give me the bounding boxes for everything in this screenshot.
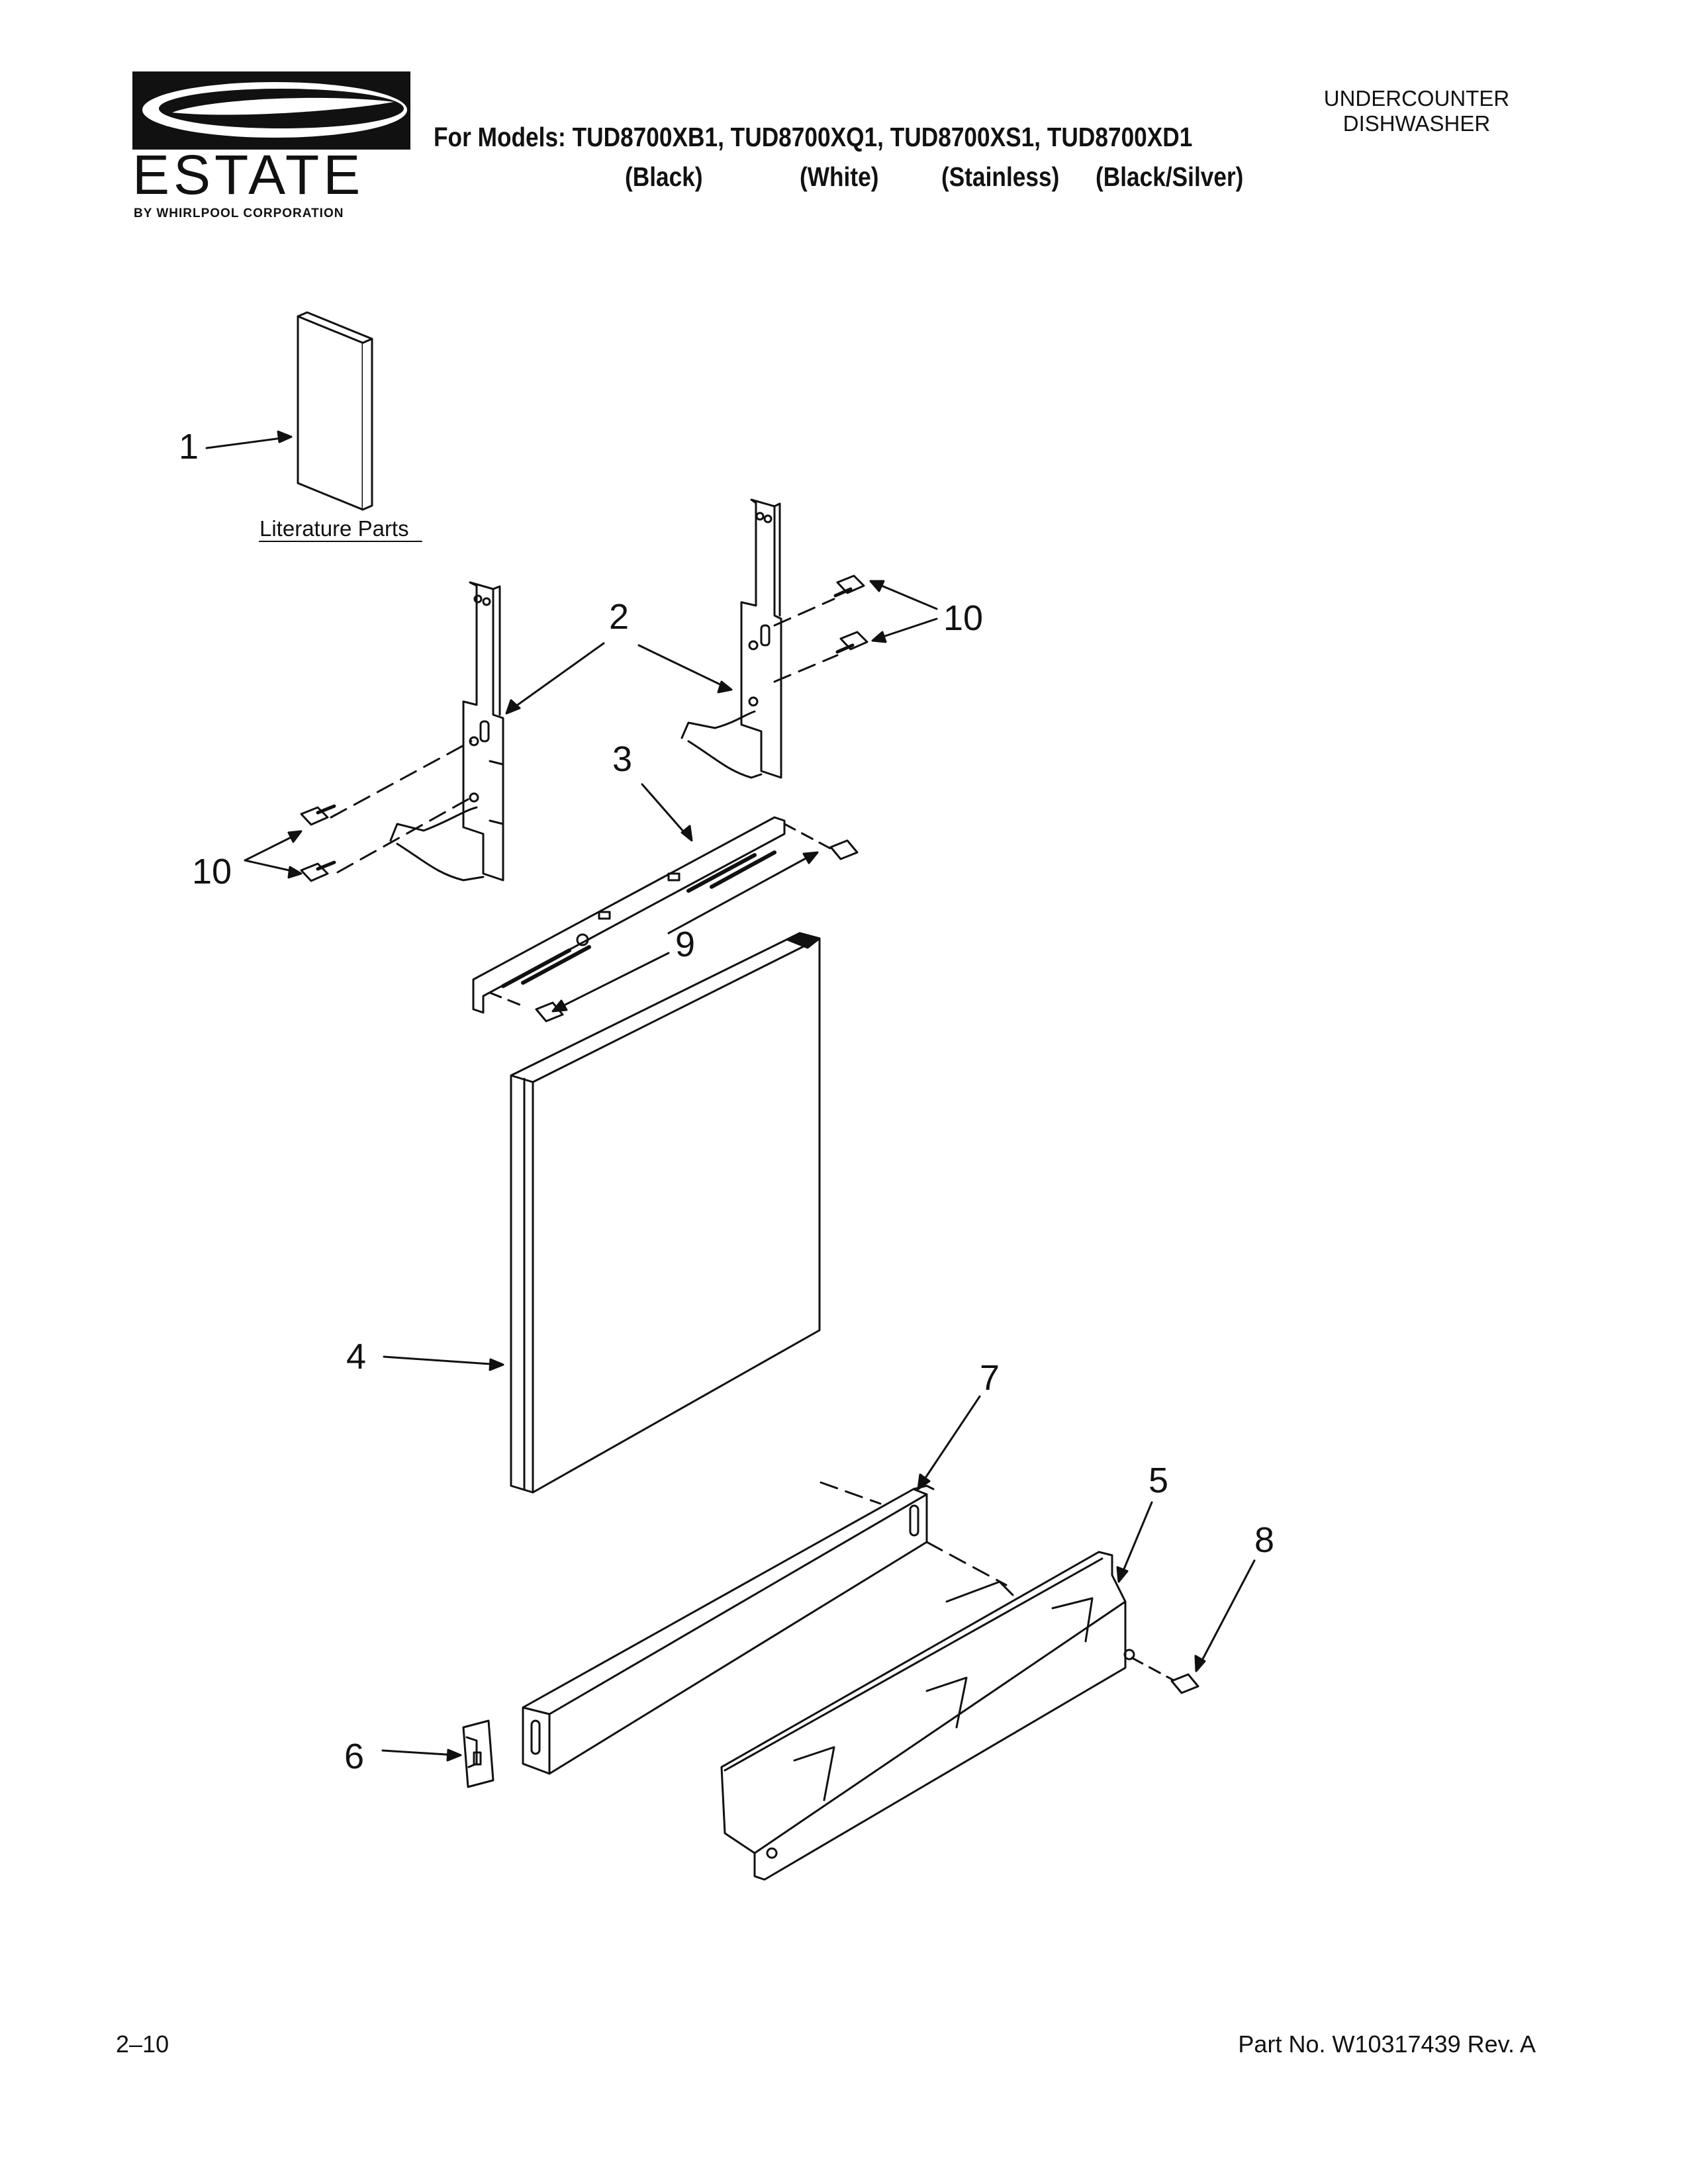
literature-booklet-part xyxy=(297,311,373,511)
logo-wordmark: ESTATE xyxy=(132,144,365,206)
callout-2: 2 xyxy=(609,597,629,637)
door-bracket-rail-part xyxy=(472,816,786,1014)
callout-7: 7 xyxy=(980,1358,1000,1398)
screw-part-8 xyxy=(1170,1673,1199,1694)
screw-part-9-right xyxy=(829,839,859,860)
product-type-line-2: DISHWASHER xyxy=(1342,111,1491,136)
model-color-white: (White) xyxy=(800,161,879,192)
callout-9: 9 xyxy=(675,925,695,964)
callout-10-left: 10 xyxy=(192,852,232,891)
door-panel-part xyxy=(510,932,821,1494)
model-color-black: (Black) xyxy=(625,161,703,192)
right-hinge-bracket-part xyxy=(680,498,782,779)
kickplate-part xyxy=(720,1551,1135,1881)
screw-part-right-upper xyxy=(833,574,865,598)
callout-5: 5 xyxy=(1149,1461,1168,1500)
model-color-black-silver: (Black/Silver) xyxy=(1096,161,1244,192)
toe-panel-clip-part xyxy=(462,1719,494,1788)
callout-6: 6 xyxy=(344,1737,364,1776)
logo-byline: BY WHIRLPOOL CORPORATION xyxy=(134,206,344,220)
models-line: For Models: TUD8700XB1, TUD8700XQ1, TUD8… xyxy=(434,122,1193,152)
callout-3: 3 xyxy=(612,739,632,779)
part-number: Part No. W10317439 Rev. A xyxy=(1238,2030,1536,2058)
screw-part-right-lower xyxy=(835,631,868,654)
product-type-line-1: UNDERCOUNTER xyxy=(1323,86,1510,111)
model-color-stainless: (Stainless) xyxy=(941,161,1060,192)
callout-1: 1 xyxy=(179,427,199,467)
assembly-dash-line xyxy=(330,740,473,819)
callout-leaders xyxy=(205,430,1256,1762)
callout-4: 4 xyxy=(346,1337,366,1377)
left-hinge-bracket-part xyxy=(389,581,504,882)
screw-part-left-upper xyxy=(300,804,336,826)
callout-10-right: 10 xyxy=(943,598,983,638)
estate-logo xyxy=(132,71,410,150)
callout-8: 8 xyxy=(1254,1520,1274,1560)
page-number: 2–10 xyxy=(116,2030,169,2058)
literature-parts-label: Literature Parts xyxy=(259,516,409,541)
screw-part-left-lower xyxy=(300,860,336,882)
